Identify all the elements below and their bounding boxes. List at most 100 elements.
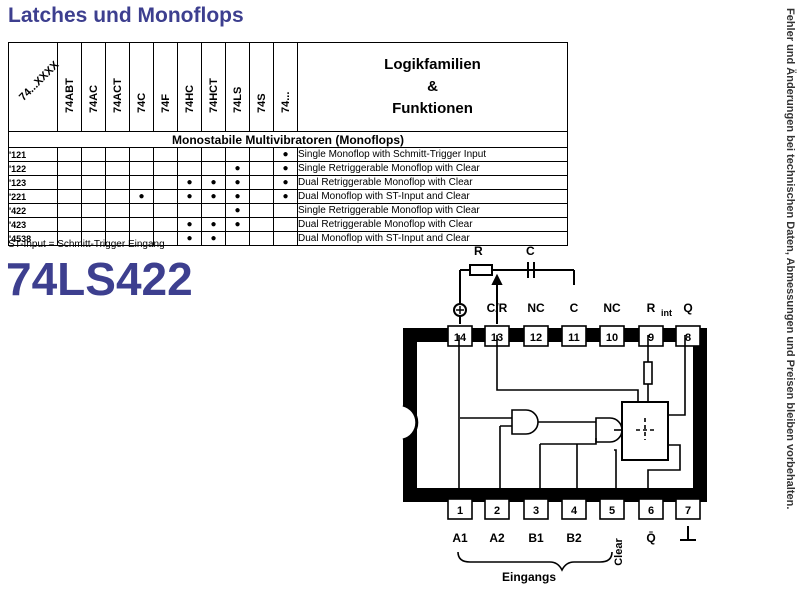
pin-number: 1 [457,505,463,517]
bottom-pin-6: 6Q̄ [638,498,664,545]
table-row: '121●Single Monoflop with Schmitt-Trigge… [8,147,568,162]
pin-number: 4 [571,505,578,517]
availability-cell [81,147,106,162]
pin-label: C [570,301,579,315]
r-label: R [474,244,483,258]
inputs-label: Eingangs [502,570,556,584]
section-row: Monostabile Multivibratoren (Monoflops) [8,131,568,148]
availability-cell [129,175,154,190]
function-cell: Single Retriggerable Monoflop with Clear [297,161,568,176]
pin-label: R [647,301,656,315]
table-row: '122●●Single Retriggerable Monoflop with… [8,161,568,176]
family-header: 74HC [177,42,202,132]
pin-number: 3 [533,505,539,517]
device-type-cell: '422 [8,203,58,218]
rint-subscript: int [661,308,672,318]
pin-number: 11 [568,332,580,344]
section-title: Monostabile Multivibratoren (Monoflops) [8,131,568,148]
family-header: 74HCT [201,42,226,132]
ic-package-body [403,328,707,502]
top-pin-11: 11 C [561,301,587,347]
availability-dot: ● [225,161,250,176]
table-row: '221●●●●●Dual Monoflop with ST-Input and… [8,189,568,204]
availability-dot: ● [177,189,202,204]
availability-cell [177,203,202,218]
availability-cell [57,147,82,162]
table-row: '423●●●Dual Retriggerable Monoflop with … [8,217,568,232]
availability-cell [225,147,250,162]
logic-family-table: 74...XXXX 74ABT 74AC 74ACT 74C 74F 74HC … [8,42,568,246]
logik-header: Logikfamilien & Funktionen [297,42,568,132]
function-cell: Single Retriggerable Monoflop with Clear [297,203,568,218]
availability-cell [177,161,202,176]
disclaimer-text: Fehler und Änderungen bei technischen Da… [784,8,796,510]
family-header: 74S [249,42,274,132]
family-header: 74... [273,42,298,132]
availability-cell [201,161,226,176]
availability-dot: ● [177,217,202,232]
family-header: 74AC [81,42,106,132]
availability-dot: ● [177,175,202,190]
availability-cell [201,203,226,218]
availability-cell [57,189,82,204]
availability-cell [249,147,274,162]
availability-cell [105,147,130,162]
family-header: 74F [153,42,178,132]
pin-label: Q̄ [646,531,655,545]
pin-label: Clear [613,538,625,566]
table-header-row: 74...XXXX 74ABT 74AC 74ACT 74C 74F 74HC … [8,42,568,132]
disclaimer-note: Fehler und Änderungen bei technischen Da… [778,8,798,593]
availability-cell [153,147,178,162]
availability-cell [153,203,178,218]
pin-label: B2 [566,531,582,545]
pin-label: B1 [528,531,544,545]
availability-cell [105,161,130,176]
pin-label: C/R [487,301,508,315]
bottom-pin-3: 3B1 [523,498,549,545]
availability-dot: ● [201,217,226,232]
availability-cell [249,189,274,204]
availability-cell [153,217,178,232]
availability-cell [57,217,82,232]
availability-cell [129,203,154,218]
top-pin-14: 14 [447,325,473,347]
availability-cell [273,203,298,218]
availability-dot: ● [201,231,226,246]
bottom-pin-1: 1A1 [447,498,473,545]
device-type-cell: '122 [8,161,58,176]
pin-number: 14 [454,332,467,344]
availability-cell [129,217,154,232]
availability-cell [81,217,106,232]
availability-cell [129,161,154,176]
pin-label: Q [683,301,692,315]
bottom-pin-4: 4B2 [561,498,587,545]
availability-cell [249,231,274,246]
availability-cell [81,203,106,218]
family-header: 74C [129,42,154,132]
function-cell: Single Monoflop with Schmitt-Trigger Inp… [297,147,568,162]
availability-cell [153,189,178,204]
function-cell: Dual Monoflop with ST-Input and Clear [297,231,568,246]
top-pin-8: 8Q [675,301,701,347]
footnote: ST-Input = Schmitt-Trigger Eingang [8,239,165,250]
availability-cell [57,203,82,218]
availability-cell [249,217,274,232]
pin-number: 7 [685,505,691,517]
family-header: 74ACT [105,42,130,132]
availability-cell [57,161,82,176]
availability-cell [153,175,178,190]
availability-dot: ● [273,189,298,204]
table-row: '422●Single Retriggerable Monoflop with … [8,203,568,218]
availability-cell [273,231,298,246]
availability-cell [249,175,274,190]
pin-number: 6 [648,505,654,517]
part-number: 74LS422 [6,253,193,305]
availability-cell [81,189,106,204]
pin-number: 9 [648,332,654,344]
